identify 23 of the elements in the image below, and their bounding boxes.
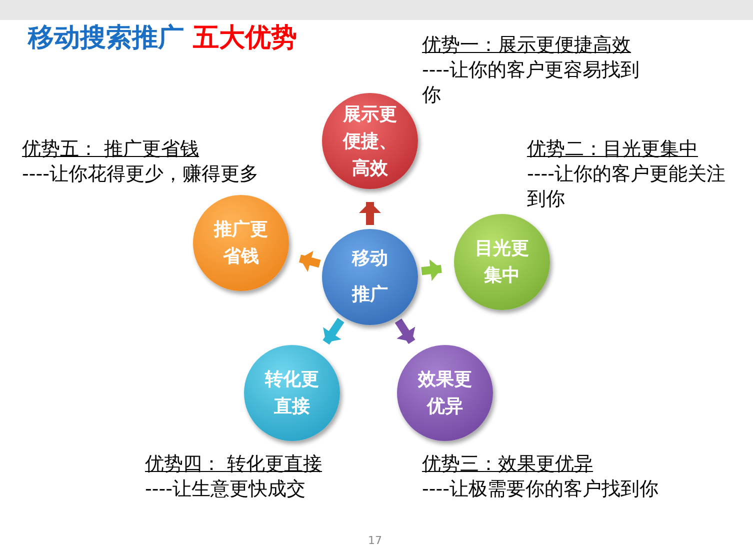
advantage-heading: 优势五： 推广更省钱 [22,137,200,162]
advantage-heading: 优势二：目光更集中 [527,137,699,162]
advantage-description: ----让你的客户更能关注到你 [527,162,726,212]
advantage-circle: 展示更便捷、高效 [322,93,418,189]
arrow [359,202,381,225]
advantage-circle: 效果更优异 [397,345,493,441]
title: 移动搜索推广 五大优势 [28,22,298,55]
advantage-circle: 目光更集中 [454,214,550,310]
arrow [298,250,321,272]
advantage-description: ----让极需要你的客户找到你 [422,477,660,502]
page-number: 17 [368,534,382,547]
advantage-heading: 优势一：展示更便捷高效 [422,33,632,58]
center-circle: 移动推广 [322,229,418,325]
arrow [394,318,416,344]
advantage-circle: 转化更直接 [244,345,340,441]
arrow [421,259,442,282]
advantage-description: ----让你的客户更容易找到你 [422,58,640,108]
advantage-description: ----让你花得更少，赚得更多 [22,162,260,187]
advantage-heading: 优势三：效果更优异 [422,452,594,477]
advantage-description: ----让生意更快成交 [145,477,306,502]
arrow [322,318,344,345]
advantage-circle: 推广更省钱 [193,195,289,291]
advantage-heading: 优势四： 转化更直接 [145,452,324,477]
